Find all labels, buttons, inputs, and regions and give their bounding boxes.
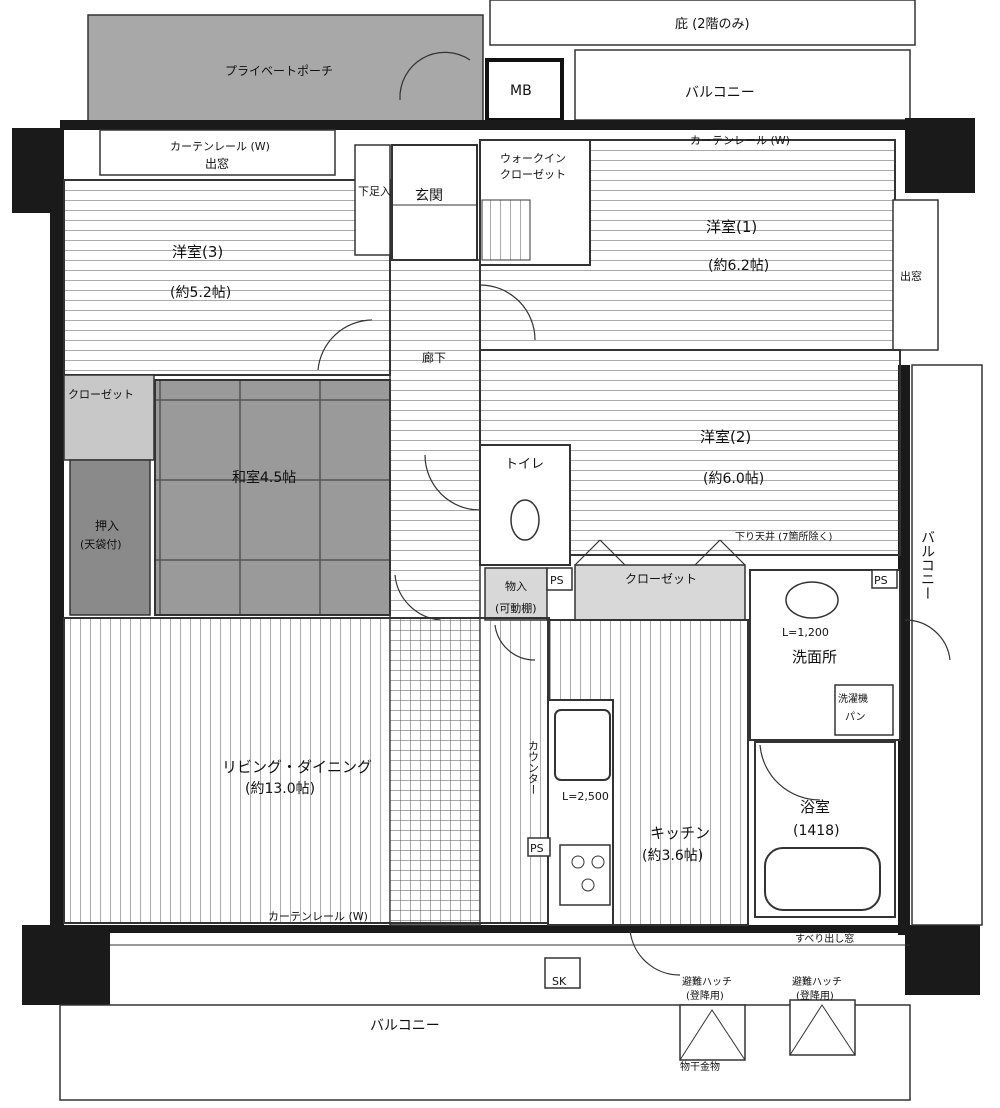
corner-pillar-br [905,925,980,995]
label-walkin-1: ウォークイン [500,152,566,165]
living-dining-area [63,617,550,924]
label-curtain-rail-3: カーテンレール (W) [268,910,368,923]
mb-box [485,58,564,122]
japanese-room-area [154,379,391,616]
label-west-room-1-size: (約6.2帖) [708,258,769,274]
label-washer-pan-2: パン [845,711,866,723]
label-sk: SK [552,975,567,988]
label-ps-3: PS [530,842,544,855]
ps-box-3 [527,837,551,857]
label-storage-2: (可動棚) [495,601,537,615]
garden-area [489,0,916,46]
ps-box-2 [871,569,898,589]
escape-hatch-1 [679,1004,746,1061]
label-curtain-rail-1: カーテンレール (W) [170,140,270,153]
label-west-room-3-size: (約5.2帖) [170,285,231,301]
label-closet-left: クローゼット [68,388,134,401]
label-bathroom: 浴室 [800,798,830,816]
label-west-room-2-size: (約6.0帖) [703,471,764,487]
closet-left-area [63,374,155,461]
label-west-room-1: 洋室(1) [706,218,757,236]
label-kitchen-size: (約3.6帖) [642,848,703,864]
label-escape-hatch-2b: (登降用) [796,989,834,1002]
label-japanese-room: 和室4.5帖 [232,469,296,486]
room-western-3 [63,179,391,376]
label-entrance: 玄関 [415,187,443,204]
corner-pillar-tr [905,118,975,193]
entrance-area [391,144,478,261]
porch-area [87,14,484,124]
label-garden: 庇 (2階のみ) [675,17,750,32]
label-slide-window: すべり出し窓 [795,932,854,945]
label-washroom: 洗面所 [792,648,837,666]
label-walkin-2: クローゼット [500,168,566,181]
ps-box-1 [546,567,573,591]
label-west-room-2: 洋室(2) [700,428,751,446]
label-balcony-bottom: バルコニー [370,1018,440,1034]
shoe-cupboard-area [354,144,391,256]
label-escape-hatch-1a: 避難ハッチ [682,975,732,988]
label-storage-1: 物入 [505,579,527,593]
label-mb: MB [510,83,532,99]
escape-hatch-2 [789,999,856,1056]
label-shoe-cupboard: 下足入 [358,185,391,198]
label-washer-pan-1: 洗濯機 [838,692,868,705]
label-curtain-rail-2: カーテンレール (W) [690,134,790,147]
label-oshiire-1: 押入 [95,519,119,533]
label-closet-mid: クローゼット [625,572,697,586]
label-lowered-ceiling: 下り天井 (7箇所除く) [735,530,832,543]
label-escape-hatch-2a: 避難ハッチ [792,975,842,988]
label-balcony-top: バルコニー [685,85,755,101]
label-escape-hatch-1b: (登降用) [686,989,724,1002]
bay-window-top [99,129,336,176]
oshiire-area [69,459,151,616]
outer-wall-top [60,120,940,130]
label-l1200: L=1,200 [782,626,829,639]
label-ps-1: PS [550,574,564,587]
sk-box [544,957,581,989]
label-counter: カウンター [527,740,540,795]
corner-pillar-tl [12,128,64,213]
label-bathroom-size: (1418) [793,823,840,839]
label-bay-window-right: 出窓 [900,269,922,283]
label-living-dining-size: (約13.0帖) [245,781,315,797]
label-laundry-fitting: 物干金物 [680,1060,720,1073]
label-west-room-3: 洋室(3) [172,243,223,261]
label-toilet: トイレ [505,457,544,472]
label-oshiire-2: (天袋付) [80,537,122,551]
label-kitchen: キッチン [650,824,710,842]
bottom-balcony-area [59,1004,911,1101]
label-hallway: 廊下 [422,350,446,365]
washer-pan-area [834,684,894,736]
label-bay-window-top: 出窓 [205,156,229,171]
bay-window-right [892,199,939,351]
label-balcony-right: バルコニー [919,530,935,600]
label-private-porch: プライベートポーチ [225,64,333,78]
label-ps-2: PS [874,574,888,587]
right-balcony-area [911,364,983,926]
label-l2500: L=2,500 [562,790,609,803]
outer-wall-left [50,210,64,930]
outer-wall-bottom [100,925,910,933]
corner-pillar-bl [22,925,110,1005]
label-living-dining: リビング・ダイニング [222,758,372,776]
